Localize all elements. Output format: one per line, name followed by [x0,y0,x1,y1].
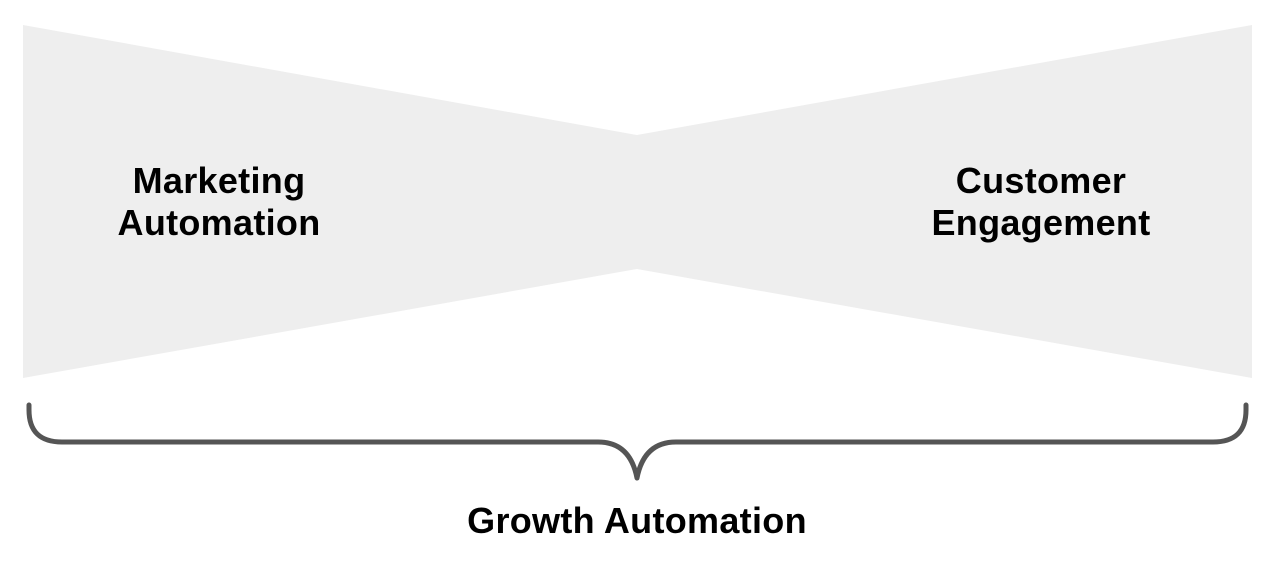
right-label-line2: Engagement [931,202,1151,243]
marketing-automation-label: Marketing Automation [88,160,350,244]
left-label-line1: Marketing [132,160,306,201]
left-label-line2: Automation [117,202,321,243]
bowtie-shape [23,25,1252,378]
curly-brace-icon [26,402,1249,481]
customer-engagement-label: Customer Engagement [900,160,1182,244]
growth-automation-label: Growth Automation [467,500,807,541]
right-label-line1: Customer [955,160,1127,201]
